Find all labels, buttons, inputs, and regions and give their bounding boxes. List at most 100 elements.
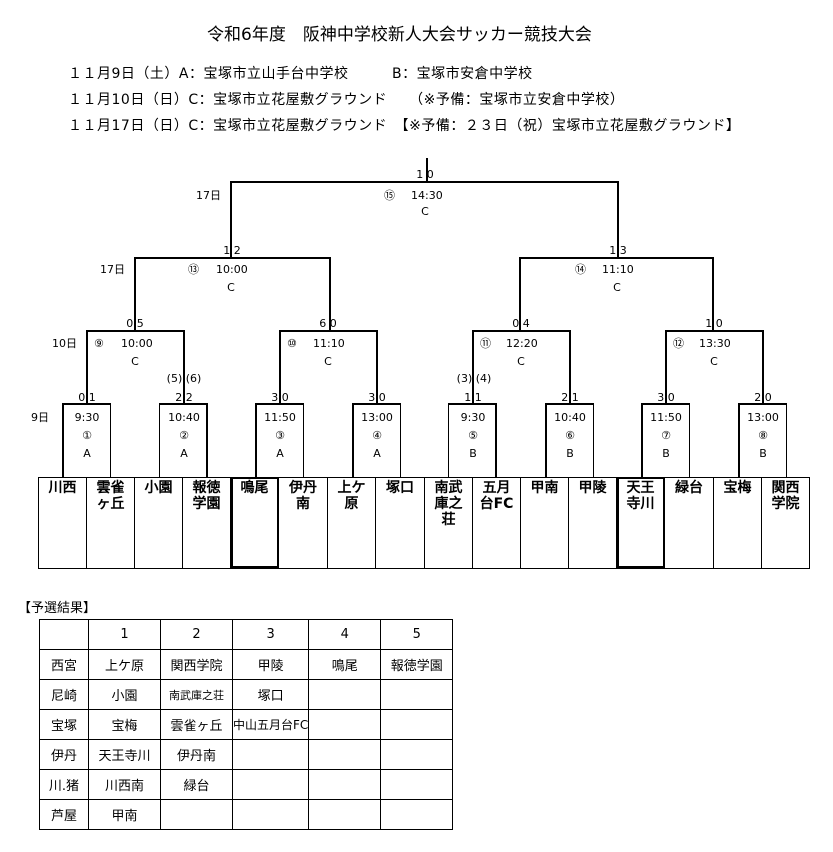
match-venue: B: [566, 447, 574, 460]
match-time: 13:00: [747, 411, 779, 424]
match-venue: B: [662, 447, 670, 460]
table-cell: [380, 739, 454, 770]
match-number: ⑫: [673, 337, 684, 350]
match-venue: C: [517, 355, 525, 368]
match-number: ⑧: [758, 429, 768, 442]
table-row: 宝塚 宝梅 雲雀ヶ丘 中山五月台FC: [39, 709, 454, 740]
match-time: 10:40: [554, 411, 586, 424]
match-time: 11:10: [602, 263, 634, 276]
table-cell: [308, 739, 382, 770]
header-cell: [39, 619, 89, 650]
r1-score: 1 1: [464, 391, 482, 404]
table-cell: 甲陵: [231, 649, 310, 680]
team-cell: 甲陵: [569, 477, 617, 568]
table-cell: 宝梅: [88, 709, 161, 740]
match-time: 12:20: [506, 337, 538, 350]
quarter-score: 6 0: [319, 317, 337, 330]
table-cell: [380, 679, 454, 710]
semi-score: 1 3: [609, 244, 627, 257]
team-cell: 塚口: [376, 477, 425, 568]
match-number: ⑨: [94, 337, 104, 350]
match-time: 10:00: [216, 263, 248, 276]
round-day-label: 17日: [196, 189, 221, 202]
team-cell: 関西学院: [762, 477, 810, 568]
match-venue: C: [324, 355, 332, 368]
table-row: 芦屋 甲南: [39, 799, 454, 830]
table-cell: 関西学院: [160, 649, 233, 680]
match-time: 11:50: [650, 411, 682, 424]
table-cell: [380, 769, 454, 800]
team-name: 雲雀ヶ丘: [96, 480, 125, 512]
team-name: 川西: [48, 480, 77, 496]
r1-score: 2 0: [754, 391, 772, 404]
r1-score: 2 2: [175, 391, 193, 404]
team-cell: 川西: [38, 477, 87, 568]
team-name: 緑台: [675, 480, 703, 496]
table-row: 川.猪 川西南 緑台: [39, 769, 454, 800]
team-name: 甲陵: [578, 480, 607, 496]
team-cell: 報徳学園: [183, 477, 231, 568]
table-cell: 天王寺川: [88, 739, 161, 770]
team-cell: 伊丹南: [279, 477, 328, 568]
schedule-line-2: １１月10日（日）C：宝塚市立花屋敷グラウンド （※予備：宝塚市立安倉中学校）: [68, 92, 625, 108]
region-cell: 川.猪: [39, 769, 89, 800]
team-name: 甲南: [530, 480, 559, 496]
match-venue: A: [83, 447, 91, 460]
r1-score: 3 0: [657, 391, 675, 404]
match-venue: B: [759, 447, 767, 460]
table-row: 西宮 上ケ原 関西学院 甲陵 鳴尾 報徳学園: [39, 649, 454, 680]
match-time: 13:30: [699, 337, 731, 350]
team-cell: 雲雀ヶ丘: [87, 477, 135, 568]
results-table: 1 2 3 4 5 西宮 上ケ原 関西学院 甲陵 鳴尾 報徳学園 尼崎 小園 南…: [39, 619, 454, 830]
match-venue: A: [276, 447, 284, 460]
team-cell: 緑台: [665, 477, 714, 568]
schedule-line-1: １１月9日（土）A：宝塚市立山手台中学校 B：宝塚市安倉中学校: [68, 66, 533, 82]
team-name: 伊丹南: [289, 480, 317, 512]
table-cell: [380, 799, 454, 830]
region-cell: 西宮: [39, 649, 89, 680]
match-number: ⑥: [565, 429, 575, 442]
table-cell: [231, 769, 310, 800]
team-name: 上ケ原: [337, 480, 366, 512]
r1-score: 2 1: [561, 391, 579, 404]
table-header-row: 1 2 3 4 5: [39, 619, 454, 650]
match-number: ⑬: [188, 263, 199, 276]
table-cell: [380, 709, 454, 740]
match-venue: B: [469, 447, 477, 460]
match-number: ⑦: [661, 429, 671, 442]
r1-score: 0 1: [78, 391, 96, 404]
match-venue: A: [180, 447, 188, 460]
table-cell: 上ケ原: [88, 649, 161, 680]
match-time: 9:30: [460, 411, 486, 424]
table-cell: 雲雀ヶ丘: [160, 709, 233, 740]
match-time: 10:40: [168, 411, 200, 424]
team-name: 報徳学園: [192, 480, 221, 512]
header-cell: 4: [308, 619, 382, 650]
table-cell: 甲南: [88, 799, 161, 830]
round-day-label: 17日: [100, 263, 125, 276]
team-cell: 五月台FC: [473, 477, 521, 568]
round-day-label: 10日: [52, 337, 77, 350]
team-cell: 南武庫之荘: [425, 477, 473, 568]
r1-score: 3 0: [271, 391, 289, 404]
team-cell: 小園: [135, 477, 183, 568]
final-score: 1 0: [416, 168, 434, 181]
table-cell: 伊丹南: [160, 739, 233, 770]
match-time: 11:50: [264, 411, 296, 424]
team-name: 五月台FC: [479, 480, 514, 512]
match-number: ⑩: [287, 337, 297, 350]
pk-score: (3) (4): [456, 372, 492, 385]
table-cell: 鳴尾: [308, 649, 382, 680]
table-cell: [308, 709, 382, 740]
team-cell: 甲南: [521, 477, 569, 568]
header-cell: 2: [160, 619, 233, 650]
match-venue: C: [131, 355, 139, 368]
match-time: 10:00: [121, 337, 153, 350]
team-name: 塚口: [386, 480, 414, 496]
match-number: ⑪: [480, 337, 491, 350]
header-cell: 5: [380, 619, 454, 650]
header-cell: 1: [88, 619, 161, 650]
match-time: 13:00: [361, 411, 393, 424]
results-title: 【予選結果】: [18, 601, 97, 616]
region-cell: 宝塚: [39, 709, 89, 740]
